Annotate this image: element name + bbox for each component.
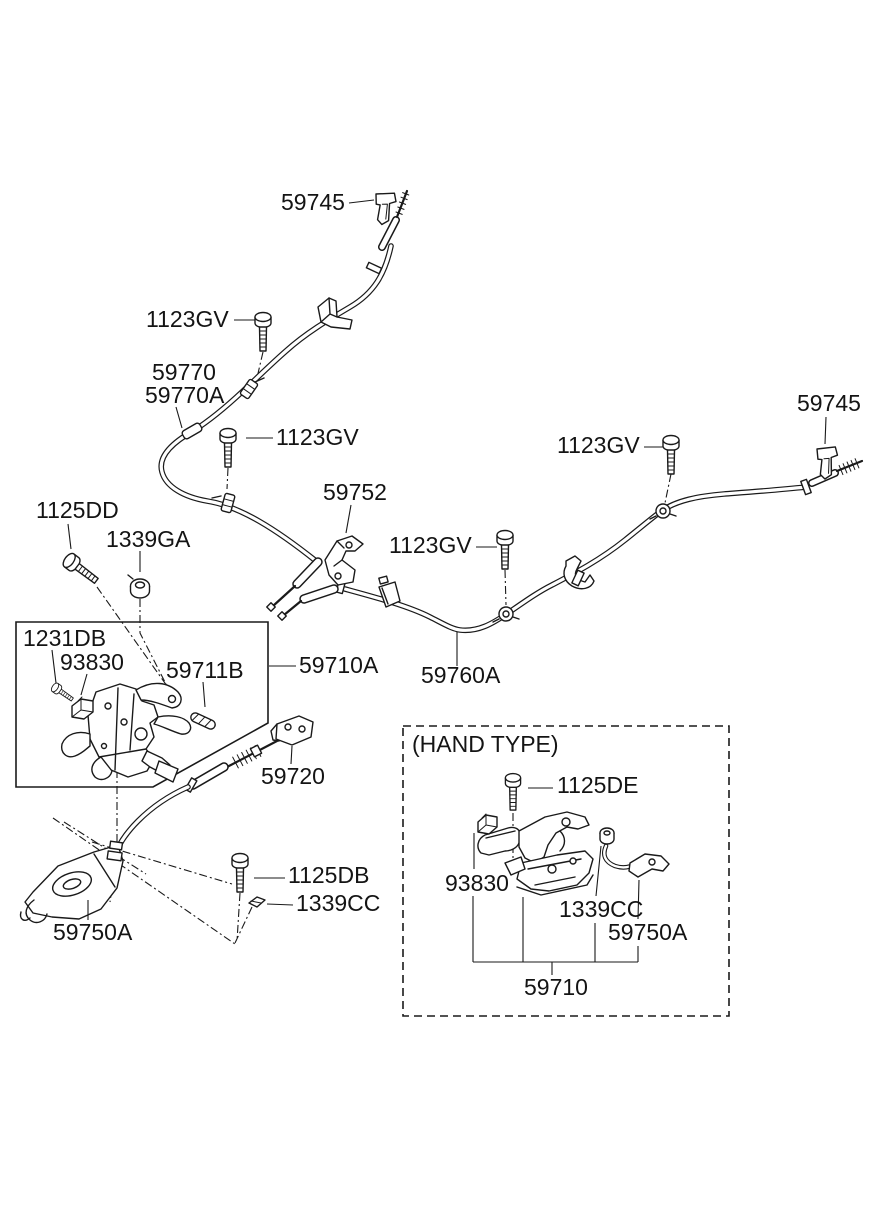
bolt-1125db: [231, 852, 249, 893]
bolt-1125dd: [60, 550, 102, 588]
part-label-1125de: 1125DE: [557, 772, 638, 798]
part-label-93830-pedal: 93830: [60, 649, 124, 675]
part-label-1123gv-center: 1123GV: [389, 532, 472, 558]
bolt-1231db: [49, 681, 76, 705]
part-label-1125dd: 1125DD: [36, 497, 119, 523]
part-label-59750a-hand: 59750A: [608, 919, 688, 945]
part-label-1123gv-left: 1123GV: [276, 424, 359, 450]
part-label-59710a: 59710A: [299, 652, 379, 678]
switch-93830-hand: [477, 813, 498, 835]
part-label-93830-hand: 93830: [445, 870, 509, 896]
part-label-59752: 59752: [323, 479, 387, 505]
part-label-1339cc-floor: 1339CC: [296, 890, 380, 916]
bolt-1123gv-right: [662, 434, 680, 475]
bracket-59752: [324, 535, 364, 586]
hand-type-caption: (HAND TYPE): [412, 731, 559, 757]
equalizer-59720: [270, 715, 314, 746]
cable-fitting-59770A: [181, 422, 203, 440]
cable-clamp-upper: [239, 377, 265, 400]
nut-1339cc-hand: [599, 827, 615, 845]
part-label-1339ga: 1339GA: [106, 526, 191, 552]
bolt-1123gv-upper-left: [254, 311, 272, 352]
switch-93830-pedal: [71, 696, 94, 720]
part-label-1231db: 1231DB: [23, 625, 106, 651]
cable-hook-bracket: [563, 555, 595, 590]
bracket-59750-floor: [19, 840, 124, 924]
part-label-1125db: 1125DB: [288, 862, 369, 888]
part-label-1123gv-upper-left: 1123GV: [146, 306, 229, 332]
part-label-59770a: 59770A: [145, 382, 225, 408]
cable-front: [114, 739, 279, 853]
part-label-1123gv-right: 1123GV: [557, 432, 640, 458]
cable-clamp-lower: [211, 492, 236, 514]
part-label-59745-top: 59745: [281, 189, 345, 215]
part-label-59750a-floor: 59750A: [53, 919, 133, 945]
part-label-59710: 59710: [524, 974, 588, 1000]
part-label-59720: 59720: [261, 763, 325, 789]
part-label-59745-right: 59745: [797, 390, 861, 416]
bolt-1123gv-center: [496, 529, 514, 570]
cable-59760: [277, 458, 864, 634]
part-label-59770: 59770: [152, 359, 216, 385]
pedal-assembly: [60, 682, 192, 783]
hand-cable-lever-59750A: [602, 843, 670, 878]
part-label-59760a: 59760A: [421, 662, 501, 688]
cable-clamp-center: [492, 606, 520, 623]
cable-clamp-right: [649, 503, 677, 520]
pin-59711b: [190, 712, 216, 730]
pedal-assembly-group-box: [15, 621, 269, 788]
hand-lever-assembly: [477, 811, 594, 896]
hand-type-group-box: [402, 725, 730, 1017]
part-labels: 59745 1123GV 59770 59770A 1123GV 59745 1…: [23, 189, 861, 1000]
callout-leader-lines: [51, 199, 827, 975]
part-label-59711b: 59711B: [166, 657, 244, 683]
bolt-1123gv-left: [219, 427, 237, 468]
part-label-1339cc-hand: 1339CC: [559, 896, 643, 922]
cable-bracket-top: [317, 297, 353, 330]
nut-1339ga: [127, 574, 151, 599]
bolt-1125de: [504, 772, 522, 811]
cable-59770: [158, 189, 410, 612]
cable-bracket-59760-left: [378, 575, 401, 608]
clip-1339cc-floor: [248, 896, 266, 908]
